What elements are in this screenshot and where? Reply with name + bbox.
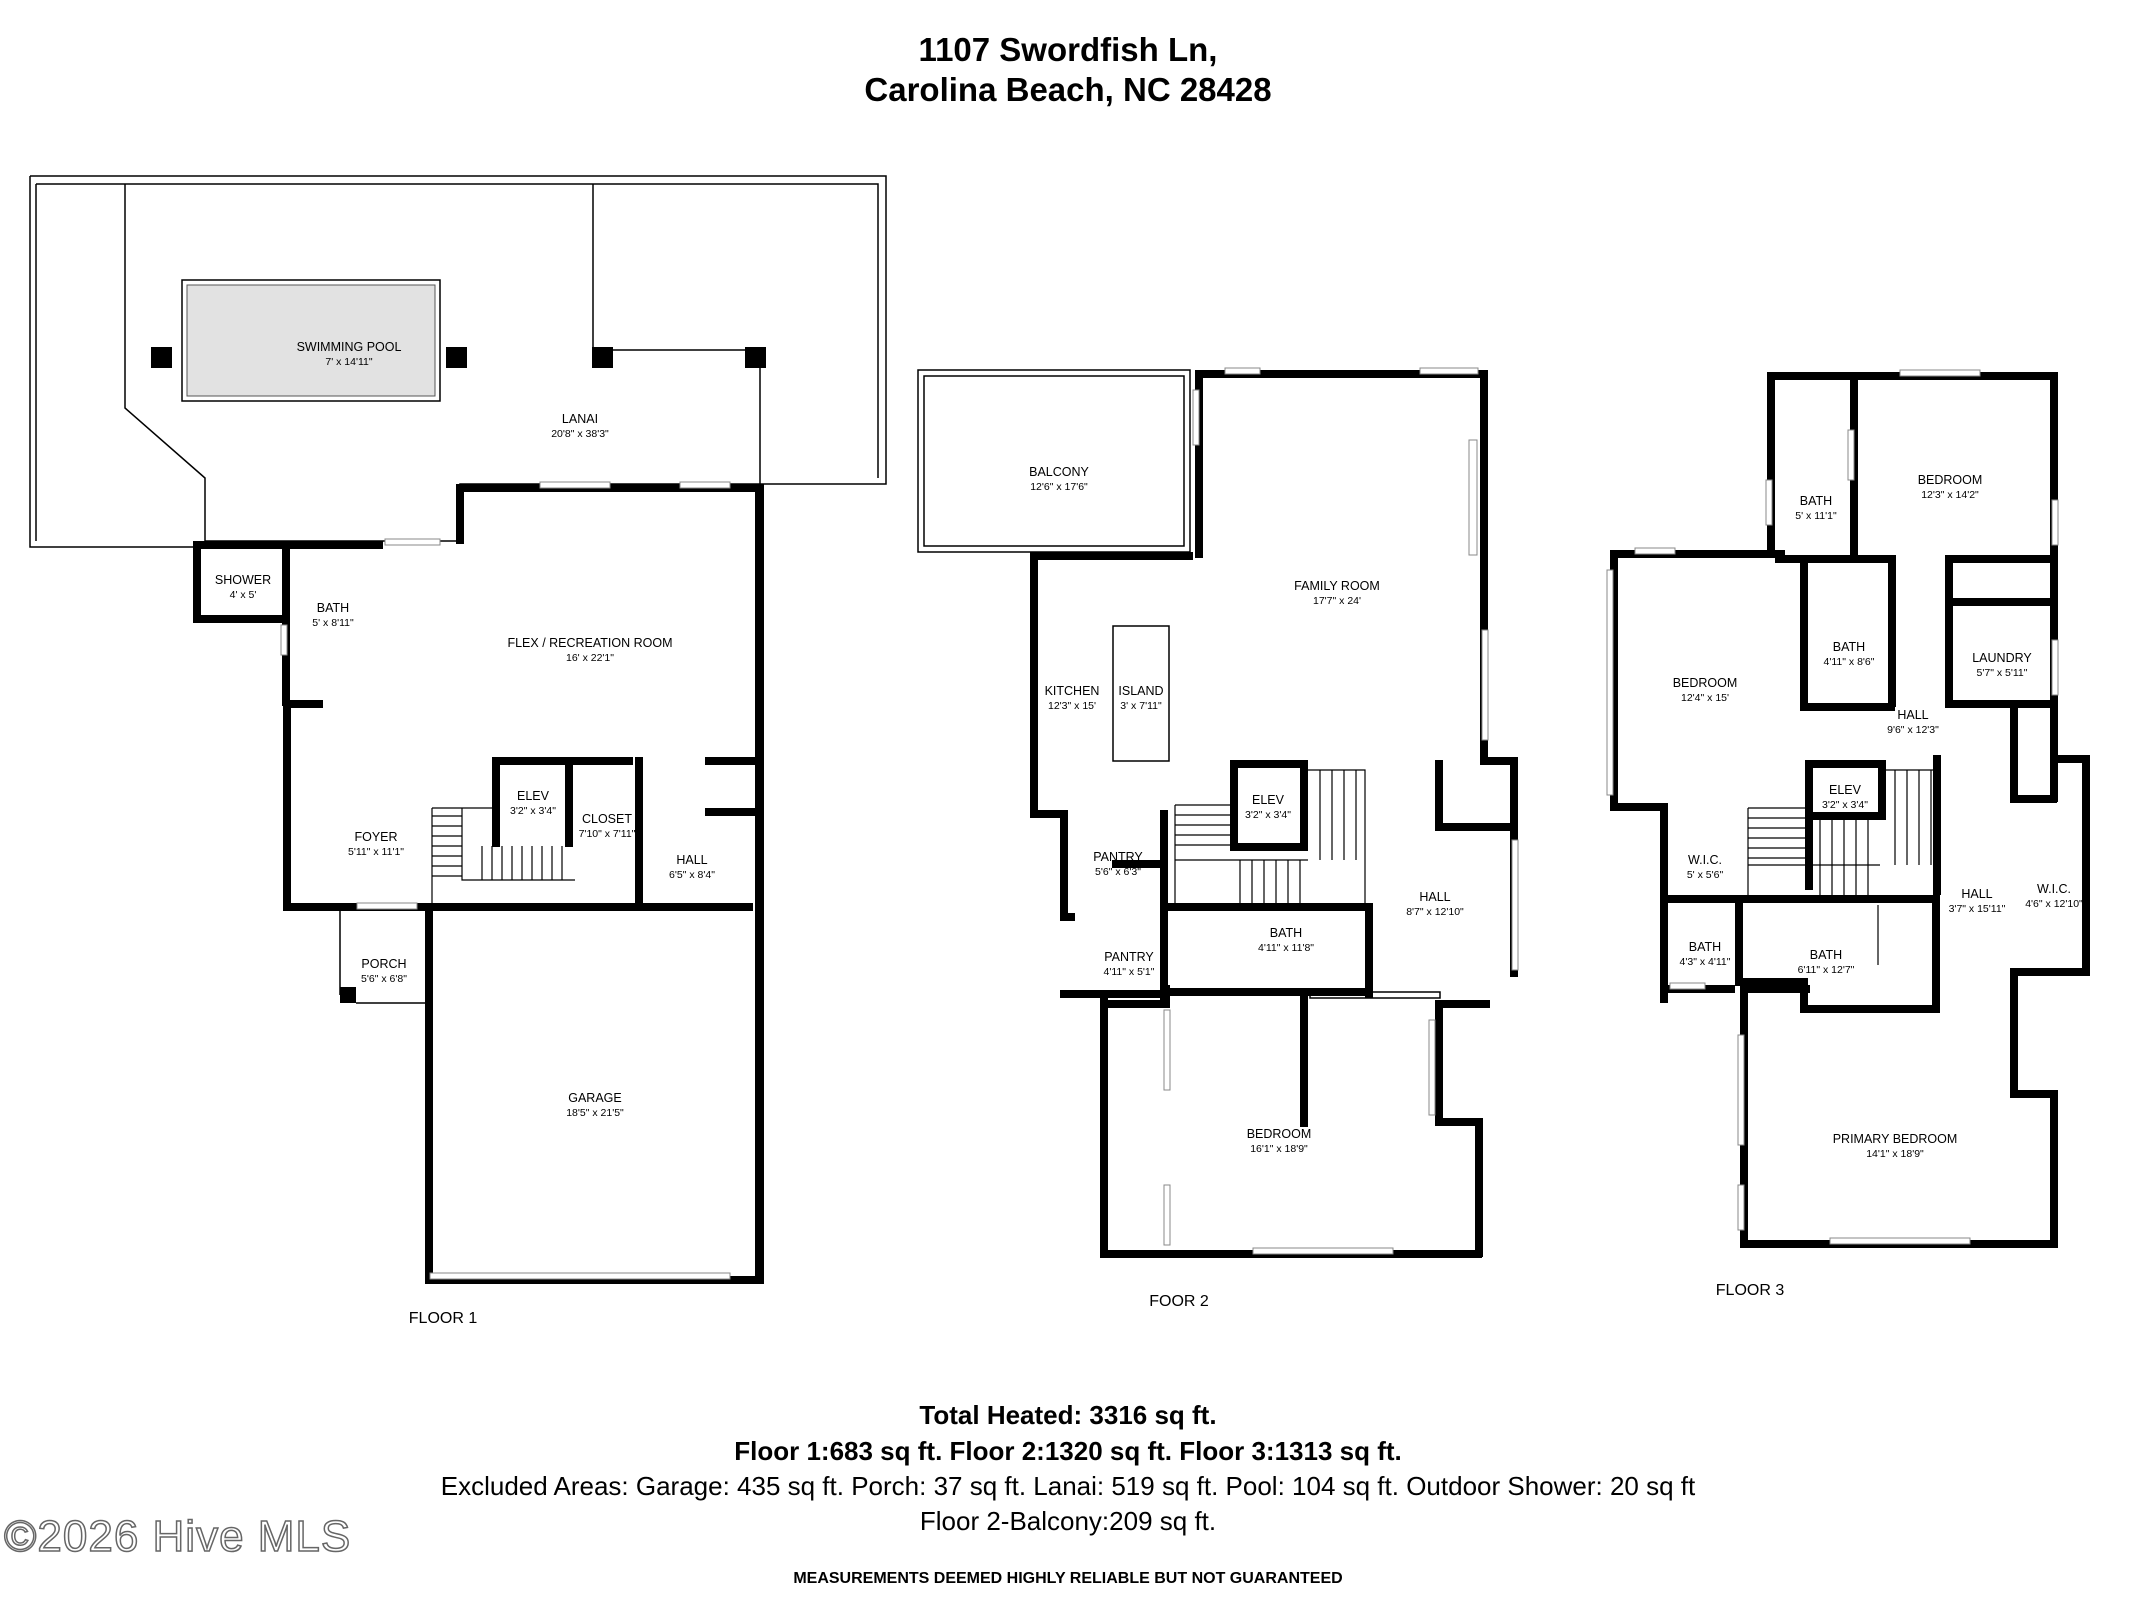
room-dimensions: 4'11" x 8'6"	[1824, 656, 1875, 668]
room-name: ELEV	[517, 789, 550, 803]
room-name: FOYER	[354, 830, 397, 844]
room-name: BATH	[317, 601, 349, 615]
room-dimensions: 3' x 7'11"	[1120, 700, 1162, 712]
room-dimensions: 12'4" x 15'	[1681, 692, 1729, 704]
room-labels: SWIMMING POOL 7' x 14'11" LANAI 20'8" x 38'…	[215, 340, 2083, 1160]
room-name: HALL	[1419, 890, 1450, 904]
room-name: BATH	[1689, 940, 1721, 954]
room-name: BALCONY	[1029, 465, 1089, 479]
room-name: BATH	[1833, 640, 1865, 654]
room-name: HALL	[676, 853, 707, 867]
floor-3-label: FLOOR 3	[1716, 1282, 1785, 1299]
room-dimensions: 5' x 8'11"	[312, 617, 354, 629]
room-dimensions: 3'7" x 15'11"	[1949, 903, 2006, 915]
room-name: BATH	[1270, 926, 1302, 940]
room-name: BEDROOM	[1918, 473, 1983, 487]
room-dimensions: 5'6" x 6'3"	[1095, 866, 1141, 878]
room-name: LANAI	[562, 412, 598, 426]
room-name: ELEV	[1829, 783, 1862, 797]
room-dimensions: 8'7" x 12'10"	[1406, 906, 1464, 918]
room-name: CLOSET	[582, 812, 632, 826]
room-dimensions: 7'10" x 7'11"	[579, 828, 636, 840]
disclaimer: MEASUREMENTS DEEMED HIGHLY RELIABLE BUT …	[793, 1570, 1343, 1587]
floor-plans: SWIMMING POOL 7' x 14'11" LANAI 20'8" x 38'…	[29, 175, 2090, 1327]
room-name: GARAGE	[568, 1091, 622, 1105]
room-dimensions: 4'3" x 4'11"	[1680, 956, 1731, 968]
room-name: HALL	[1897, 708, 1928, 722]
address-line-2: Carolina Beach, NC 28428	[864, 71, 1272, 108]
room-name: KITCHEN	[1045, 684, 1100, 698]
room-dimensions: 3'2" x 3'4"	[1822, 799, 1868, 811]
watermark: ©2026 Hive MLS	[3, 1511, 352, 1562]
room-name: BATH	[1800, 494, 1832, 508]
room-name: W.I.C.	[2037, 882, 2071, 896]
room-dimensions: 17'7" x 24'	[1313, 595, 1361, 607]
room-name: FAMILY ROOM	[1294, 579, 1380, 593]
room-dimensions: 12'3" x 14'2"	[1921, 489, 1979, 501]
room-name: PANTRY	[1093, 850, 1143, 864]
room-dimensions: 6'11" x 12'7"	[1798, 964, 1855, 976]
room-dimensions: 16'1" x 18'9"	[1250, 1143, 1308, 1155]
room-name: LAUNDRY	[1972, 651, 2032, 665]
room-dimensions: 7' x 14'11"	[325, 356, 373, 368]
room-dimensions: 5'7" x 5'11"	[1977, 667, 2028, 679]
room-name: SHOWER	[215, 573, 271, 587]
room-dimensions: 9'6" x 12'3"	[1887, 724, 1939, 736]
room-dimensions: 5' x 11'1"	[1795, 510, 1837, 522]
room-dimensions: 20'8" x 38'3"	[551, 428, 609, 440]
room-name: BEDROOM	[1673, 676, 1738, 690]
room-dimensions: 5'6" x 6'8"	[361, 973, 407, 985]
room-dimensions: 3'2" x 3'4"	[1245, 809, 1291, 821]
room-dimensions: 5'11" x 11'1"	[348, 846, 404, 858]
floor-2-label: FOOR 2	[1149, 1293, 1209, 1310]
room-dimensions: 4' x 5'	[230, 589, 257, 601]
total-heated: Total Heated: 3316 sq ft.	[919, 1400, 1217, 1430]
room-name: ELEV	[1252, 793, 1285, 807]
floor-2-plan	[917, 367, 1519, 1258]
room-dimensions: 14'1" x 18'9"	[1866, 1148, 1924, 1160]
floor-1-plan	[29, 175, 887, 1284]
room-name: PORCH	[361, 957, 406, 971]
excluded-areas: Excluded Areas: Garage: 435 sq ft. Porch…	[440, 1471, 1696, 1501]
room-dimensions: 4'6" x 12'10"	[2025, 898, 2083, 910]
room-dimensions: 12'6" x 17'6"	[1030, 481, 1088, 493]
room-name: BEDROOM	[1247, 1127, 1312, 1141]
room-name: ISLAND	[1118, 684, 1163, 698]
room-dimensions: 5' x 5'6"	[1687, 869, 1724, 881]
room-name: SWIMMING POOL	[297, 340, 402, 354]
room-name: PANTRY	[1104, 950, 1154, 964]
address-line-1: 1107 Swordfish Ln,	[918, 31, 1218, 68]
room-name: PRIMARY BEDROOM	[1833, 1132, 1958, 1146]
room-name: BATH	[1810, 948, 1842, 962]
room-dimensions: 4'11" x 11'8"	[1258, 942, 1314, 954]
room-name: FLEX / RECREATION ROOM	[507, 636, 672, 650]
floor-3-plan	[1606, 369, 2090, 1248]
room-dimensions: 16' x 22'1"	[566, 652, 614, 664]
floor-1-label: FLOOR 1	[409, 1310, 478, 1327]
room-dimensions: 3'2" x 3'4"	[510, 805, 556, 817]
room-dimensions: 4'11" x 5'1"	[1104, 966, 1155, 978]
room-name: W.I.C.	[1688, 853, 1722, 867]
room-dimensions: 18'5" x 21'5"	[566, 1107, 624, 1119]
balcony-area: Floor 2-Balcony:209 sq ft.	[919, 1506, 1217, 1536]
room-name: HALL	[1961, 887, 1992, 901]
floor-areas: Floor 1:683 sq ft. Floor 2:1320 sq ft. F…	[734, 1436, 1402, 1466]
room-dimensions: 12'3" x 15'	[1048, 700, 1096, 712]
room-dimensions: 6'5" x 8'4"	[669, 869, 715, 881]
